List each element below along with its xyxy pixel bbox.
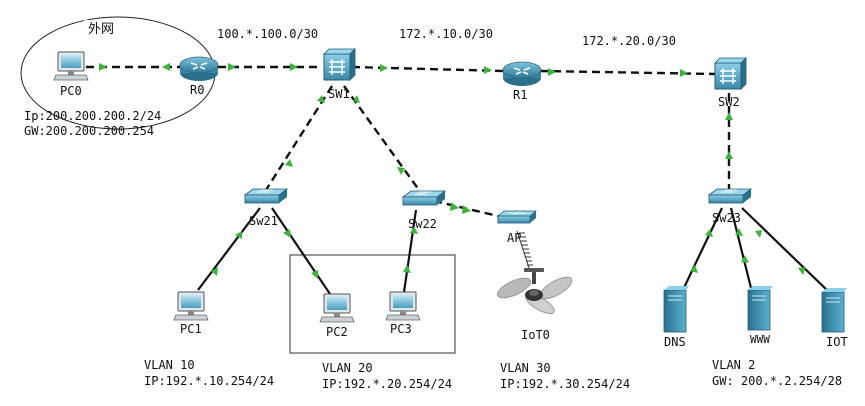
port-up-icon	[798, 267, 806, 275]
external-network-label: 外网	[88, 22, 114, 37]
link-sw22-pc3	[402, 209, 418, 293]
router-r0[interactable]	[179, 56, 219, 81]
port-up-icon	[228, 63, 236, 71]
router-r0-label: R0	[190, 83, 204, 97]
pc1-device[interactable]	[173, 291, 209, 321]
pc0-ip: Ip:200.200.200.2/24	[24, 109, 161, 123]
port-up-icon	[755, 230, 762, 238]
vlan20-group-box	[289, 254, 456, 354]
dns-server-label: DNS	[664, 335, 686, 349]
port-up-icon	[317, 95, 325, 103]
vlan30-ip: IP:192.*.30.254/24	[500, 377, 630, 391]
subnet-r0-sw1: 100.*.100.0/30	[217, 27, 318, 41]
pc1-label: PC1	[180, 322, 202, 336]
port-up-icon	[548, 68, 556, 76]
port-up-icon	[235, 231, 242, 239]
router-r1[interactable]	[502, 61, 542, 86]
port-up-icon	[397, 167, 405, 175]
port-up-icon	[290, 63, 298, 71]
subnet-sw1-r1: 172.*.10.0/30	[399, 27, 493, 41]
vlan2-name: VLAN 2	[712, 358, 755, 372]
iot-server-label: IOT	[826, 335, 848, 349]
link-sw23-dns	[680, 207, 723, 295]
switch-sw21[interactable]	[243, 188, 289, 204]
port-up-icon	[735, 228, 743, 236]
switch-sw2[interactable]	[714, 57, 747, 90]
link-sw21-pc2	[271, 207, 331, 295]
link-sw21-pc1	[197, 207, 261, 291]
switch-sw22-label: Sw22	[408, 217, 437, 231]
switch-sw1[interactable]	[323, 48, 356, 81]
link-sw1-sw21	[264, 85, 334, 191]
port-up-icon	[462, 205, 471, 214]
switch-sw21-label: Sw21	[249, 214, 278, 228]
port-status-indicators	[99, 63, 806, 279]
pc0-device[interactable]	[53, 51, 89, 81]
access-point-ap[interactable]	[496, 210, 538, 224]
port-up-icon	[283, 229, 291, 238]
link-sw1-sw22	[343, 85, 420, 191]
access-point-label: AP	[507, 231, 521, 245]
port-up-icon	[380, 64, 388, 72]
subnet-r1-sw2: 172.*.20.0/30	[582, 34, 676, 48]
port-up-icon	[410, 226, 418, 234]
vlan10-ip: IP:192.*.10.254/24	[144, 374, 274, 388]
switch-sw23-label: Sw23	[712, 211, 741, 225]
port-up-icon	[725, 151, 733, 159]
port-up-icon	[450, 202, 459, 211]
dns-server-device[interactable]	[663, 286, 689, 333]
iot0-ceiling-fan-icon[interactable]	[495, 268, 575, 317]
port-up-icon	[705, 229, 713, 237]
vlan2-gateway: GW: 200.*.2.254/28	[712, 374, 842, 388]
vlan30-name: VLAN 30	[500, 361, 551, 375]
wireless-link-ap-iot0	[516, 230, 533, 272]
port-up-icon	[690, 265, 698, 273]
switch-sw1-label: SW1	[328, 87, 350, 101]
switch-sw22[interactable]	[401, 190, 447, 206]
vlan20-name: VLAN 20	[322, 361, 373, 375]
pc2-label: PC2	[326, 325, 348, 339]
link-r1-sw2	[539, 69, 718, 76]
port-up-icon	[99, 63, 107, 71]
iot0-label: IoT0	[521, 328, 550, 342]
pc0-gateway: GW:200.200.200.254	[24, 124, 154, 138]
port-up-icon	[162, 63, 170, 71]
router-r1-label: R1	[513, 88, 527, 102]
link-sw23-iot	[741, 207, 830, 293]
switch-sw2-label: SW2	[718, 95, 740, 109]
port-up-icon	[403, 265, 411, 273]
www-server-device[interactable]	[747, 286, 773, 331]
www-server-label: WWW	[750, 333, 770, 346]
port-up-icon	[211, 267, 218, 276]
link-sw1-r1	[351, 65, 504, 73]
vlan20-ip: IP:192.*.20.254/24	[322, 377, 452, 391]
pc2-device[interactable]	[319, 293, 355, 323]
link-sw23-www	[729, 207, 754, 293]
vlan10-name: VLAN 10	[144, 358, 195, 372]
port-up-icon	[311, 270, 318, 279]
port-up-icon	[484, 66, 492, 74]
iot-server-device[interactable]	[821, 288, 847, 333]
port-up-icon	[680, 69, 688, 77]
port-up-icon	[741, 255, 749, 263]
pc3-device[interactable]	[385, 291, 421, 321]
port-up-icon	[285, 159, 293, 167]
pc0-label: PC0	[60, 84, 82, 98]
port-up-icon	[725, 112, 733, 120]
port-up-icon	[353, 95, 360, 103]
pc3-label: PC3	[390, 322, 412, 336]
switch-sw23[interactable]	[707, 188, 753, 204]
